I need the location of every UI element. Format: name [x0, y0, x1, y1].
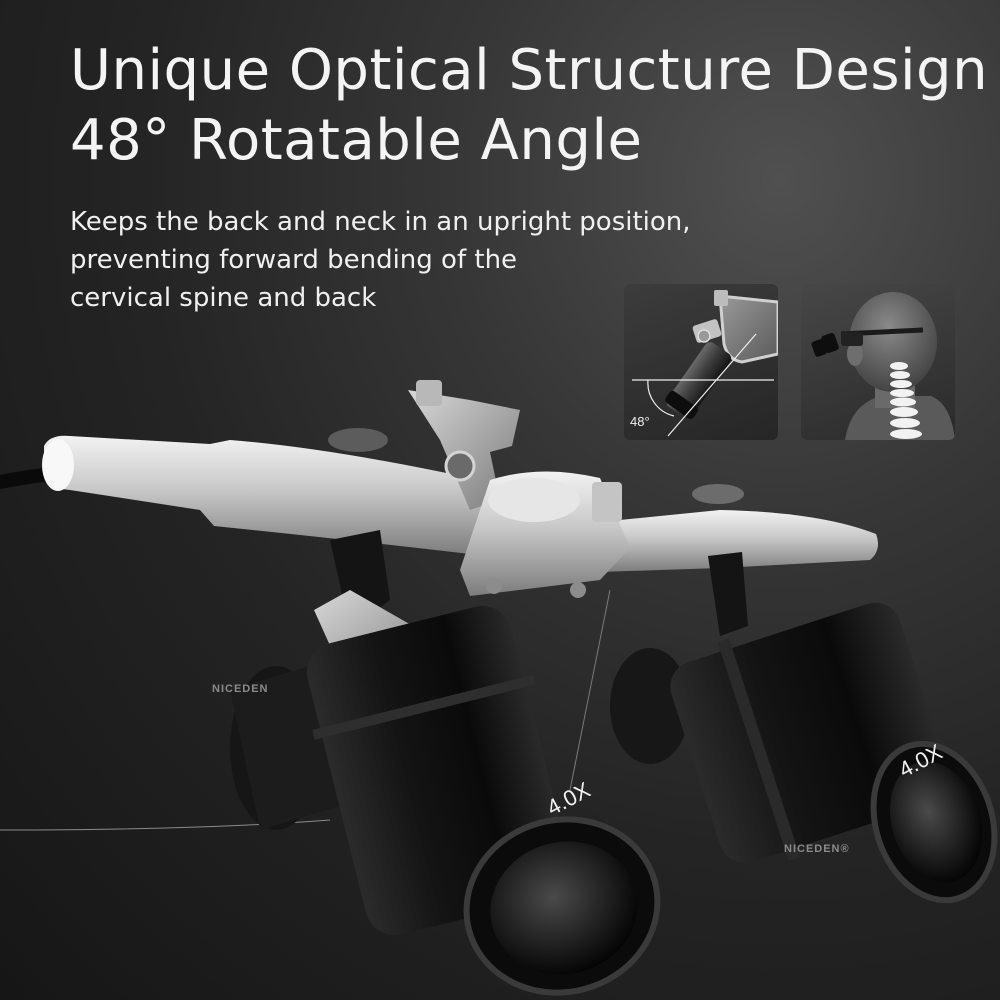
angle-arc: [647, 379, 675, 417]
glasses-lens-front: [841, 332, 863, 346]
spine-vertebrae: [890, 362, 922, 439]
description-line-1: Keeps the back and neck in an upright po…: [70, 207, 691, 237]
left-lens-face: [490, 841, 638, 975]
shoulders-shape: [845, 396, 955, 440]
left-magnification-label: 4.0X: [543, 777, 595, 820]
clamp-screw-left: [486, 578, 502, 594]
angle-label: 48°: [630, 414, 650, 429]
tilt-reference-line: [667, 333, 757, 437]
brand-label-left: NICEDEN: [212, 683, 269, 695]
mount-knob-shape: [697, 329, 711, 343]
small-loupe-right: [811, 339, 827, 357]
arm-end-cap: [42, 439, 74, 491]
side-clip-shape: [592, 482, 622, 522]
headline: Unique Optical Structure Design 48° Rota…: [70, 36, 988, 176]
headline-line-1: Unique Optical Structure Design: [70, 38, 989, 103]
pivot-knob-shape: [444, 450, 476, 482]
head-shape: [849, 292, 937, 392]
clamp-screw-right: [570, 582, 586, 598]
posture-thumbnail: [801, 284, 955, 440]
small-loupe-left: [821, 332, 839, 354]
brand-label-right: NICEDEN®: [784, 843, 850, 855]
loupe-product-illustration: 4.0X 4.0X NICEDEN NICEDEN®: [0, 380, 998, 996]
angle-thumbnail: 48°: [624, 284, 778, 440]
nose-shape: [847, 342, 863, 366]
hinge-shape: [714, 290, 728, 306]
top-screw-shape: [416, 380, 442, 406]
clamp-ring-shape: [488, 478, 580, 522]
left-top-knob-shape: [328, 428, 388, 452]
thin-wire-right: [569, 589, 611, 791]
right-arm-shape: [600, 510, 878, 572]
right-lens-face: [889, 761, 983, 883]
headline-line-2: 48° Rotatable Angle: [70, 108, 643, 173]
description-line-2: preventing forward bending of the: [70, 245, 518, 275]
description: Keeps the back and neck in an upright po…: [70, 203, 691, 317]
description-line-3: cervical spine and back: [70, 283, 377, 313]
right-holder-shape: [708, 552, 748, 636]
right-eyepiece-shape: [610, 648, 690, 764]
glasses-lens-shape: [718, 294, 778, 364]
posture-illustration: [811, 292, 955, 440]
main-arm-shape: [44, 435, 520, 556]
loupe-angle-illustration: 48°: [630, 290, 778, 437]
right-top-knob-shape: [692, 484, 744, 504]
